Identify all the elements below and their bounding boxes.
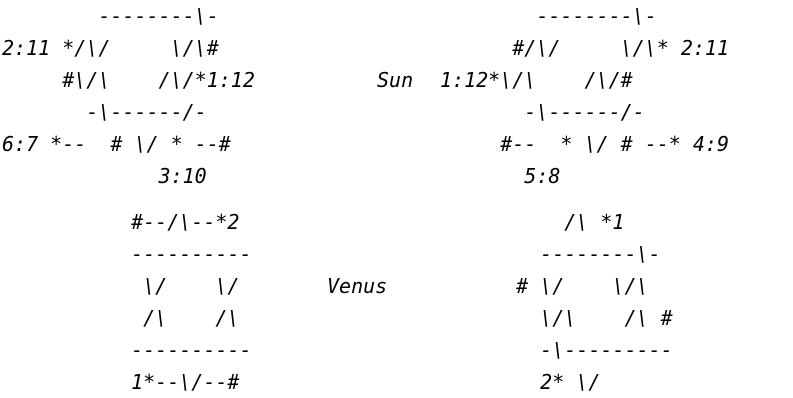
bottom-left-figure: #--/\--*2 ---------- \/ \/ /\ /\ -------… — [131, 210, 252, 394]
ascii-chart-canvas: --------\- 2:11 */\/ \/\# #\/\ /\/*1:12 … — [2, 4, 729, 394]
top-left-figure: --------\- 2:11 */\/ \/\# #\/\ /\/*1:12 … — [2, 4, 255, 188]
top-right-figure: --------\- #/\/ \/\* 2:11 1:12*\/\ /\/# … — [440, 4, 729, 188]
venus-label: Venus — [327, 274, 388, 298]
sun-label: Sun — [377, 68, 414, 92]
bottom-right-figure: /\ *1 --------\- # \/ \/\ \/\ /\ # -\---… — [516, 210, 673, 394]
